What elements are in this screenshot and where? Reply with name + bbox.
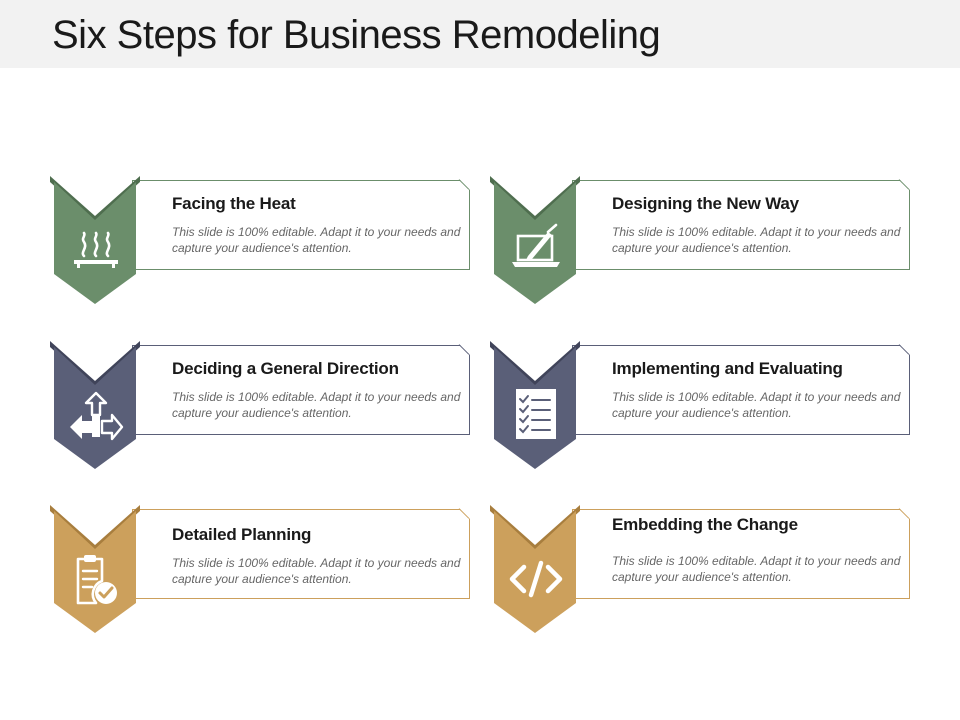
step-description: This slide is 100% editable. Adapt it to…	[172, 225, 461, 255]
step-card: Implementing and Evaluating This slide i…	[490, 341, 912, 469]
step-card: Detailed Planning This slide is 100% edi…	[50, 505, 472, 633]
page-title: Six Steps for Business Remodeling	[52, 13, 661, 57]
chevron-banner	[50, 176, 140, 304]
clipboard-check-icon	[76, 555, 117, 605]
step-description: This slide is 100% editable. Adapt it to…	[172, 390, 461, 420]
chevron-banner	[50, 341, 140, 469]
step-description: This slide is 100% editable. Adapt it to…	[612, 225, 901, 255]
step-title: Designing the New Way	[612, 194, 799, 213]
step-title: Implementing and Evaluating	[612, 359, 843, 378]
step-description: This slide is 100% editable. Adapt it to…	[612, 390, 901, 420]
step-box	[132, 344, 470, 435]
step-card: Embedding the Change This slide is 100% …	[490, 505, 912, 633]
checklist-icon	[516, 389, 556, 439]
step-title: Detailed Planning	[172, 525, 312, 544]
step-card: Designing the New Way This slide is 100%…	[490, 176, 912, 304]
chevron-banner	[490, 505, 580, 633]
step-box	[572, 179, 910, 270]
step-description: This slide is 100% editable. Adapt it to…	[172, 556, 461, 586]
heat-icon	[74, 231, 118, 268]
step-title: Embedding the Change	[612, 515, 798, 534]
step-box	[572, 508, 910, 599]
direction-arrows-icon	[70, 391, 124, 441]
laptop-pen-icon	[512, 223, 560, 267]
step-box	[132, 179, 470, 270]
step-title: Deciding a General Direction	[172, 359, 399, 378]
step-description: This slide is 100% editable. Adapt it to…	[612, 554, 901, 584]
step-title: Facing the Heat	[172, 194, 296, 213]
title-bar: Six Steps for Business Remodeling	[0, 0, 960, 68]
chevron-banner	[490, 176, 580, 304]
code-icon	[509, 560, 563, 598]
step-card: Facing the Heat This slide is 100% edita…	[50, 176, 472, 304]
step-card: Deciding a General Direction This slide …	[50, 341, 472, 469]
